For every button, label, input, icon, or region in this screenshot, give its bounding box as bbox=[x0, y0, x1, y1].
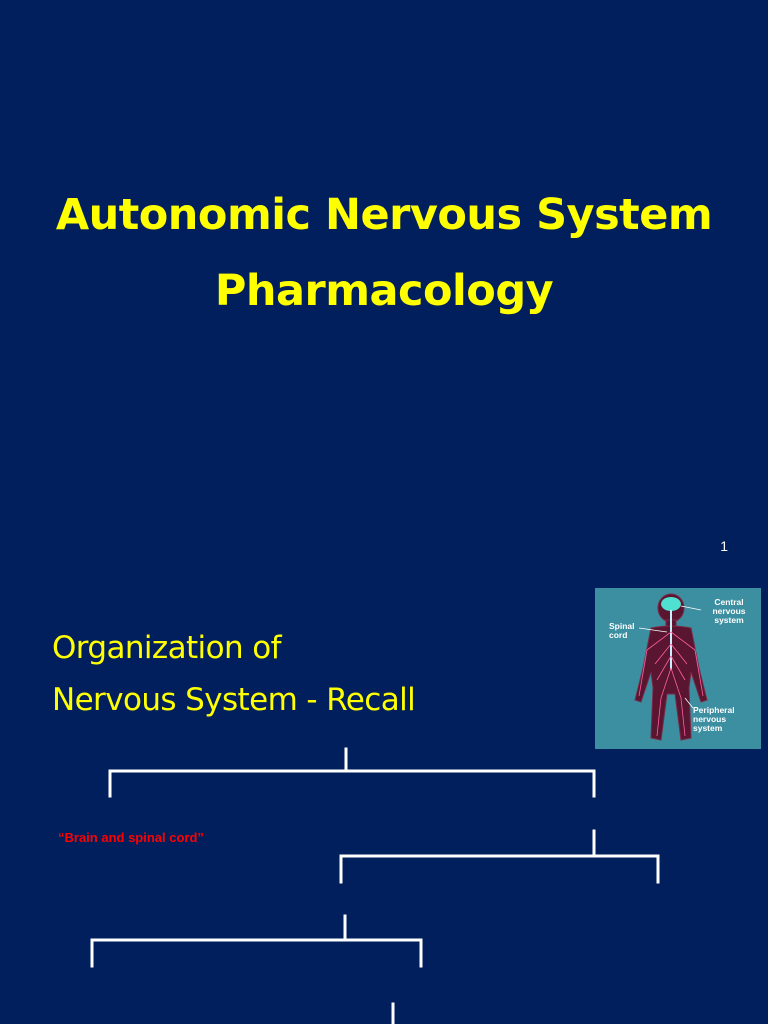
slide-2: Organization of Nervous System - Recall bbox=[0, 576, 768, 1024]
slide-heading-line-1: Organization of bbox=[52, 630, 282, 666]
brain-and-spinal-cord-label: “Brain and spinal cord” bbox=[58, 830, 204, 845]
hierarchy-bracket-diagram bbox=[90, 747, 660, 1024]
nervous-system-figure: Central nervous system Spinal cord Perip… bbox=[595, 588, 761, 749]
label-peripheral-nervous-system: Peripheral nervous system bbox=[693, 705, 735, 733]
label-central-nervous-system: Central nervous system bbox=[712, 597, 746, 625]
label-spinal-cord: Spinal cord bbox=[609, 621, 635, 640]
slide-heading-line-2: Nervous System - Recall bbox=[52, 682, 416, 718]
human-body-illustration bbox=[634, 593, 708, 741]
slide-1: Autonomic Nervous System Pharmacology 1 bbox=[55, 190, 728, 554]
page-number: 1 bbox=[720, 538, 728, 554]
slide-title-line-1: Autonomic Nervous System bbox=[55, 190, 713, 240]
brain-shape bbox=[661, 597, 681, 611]
slide-title-line-2: Pharmacology bbox=[214, 266, 554, 316]
